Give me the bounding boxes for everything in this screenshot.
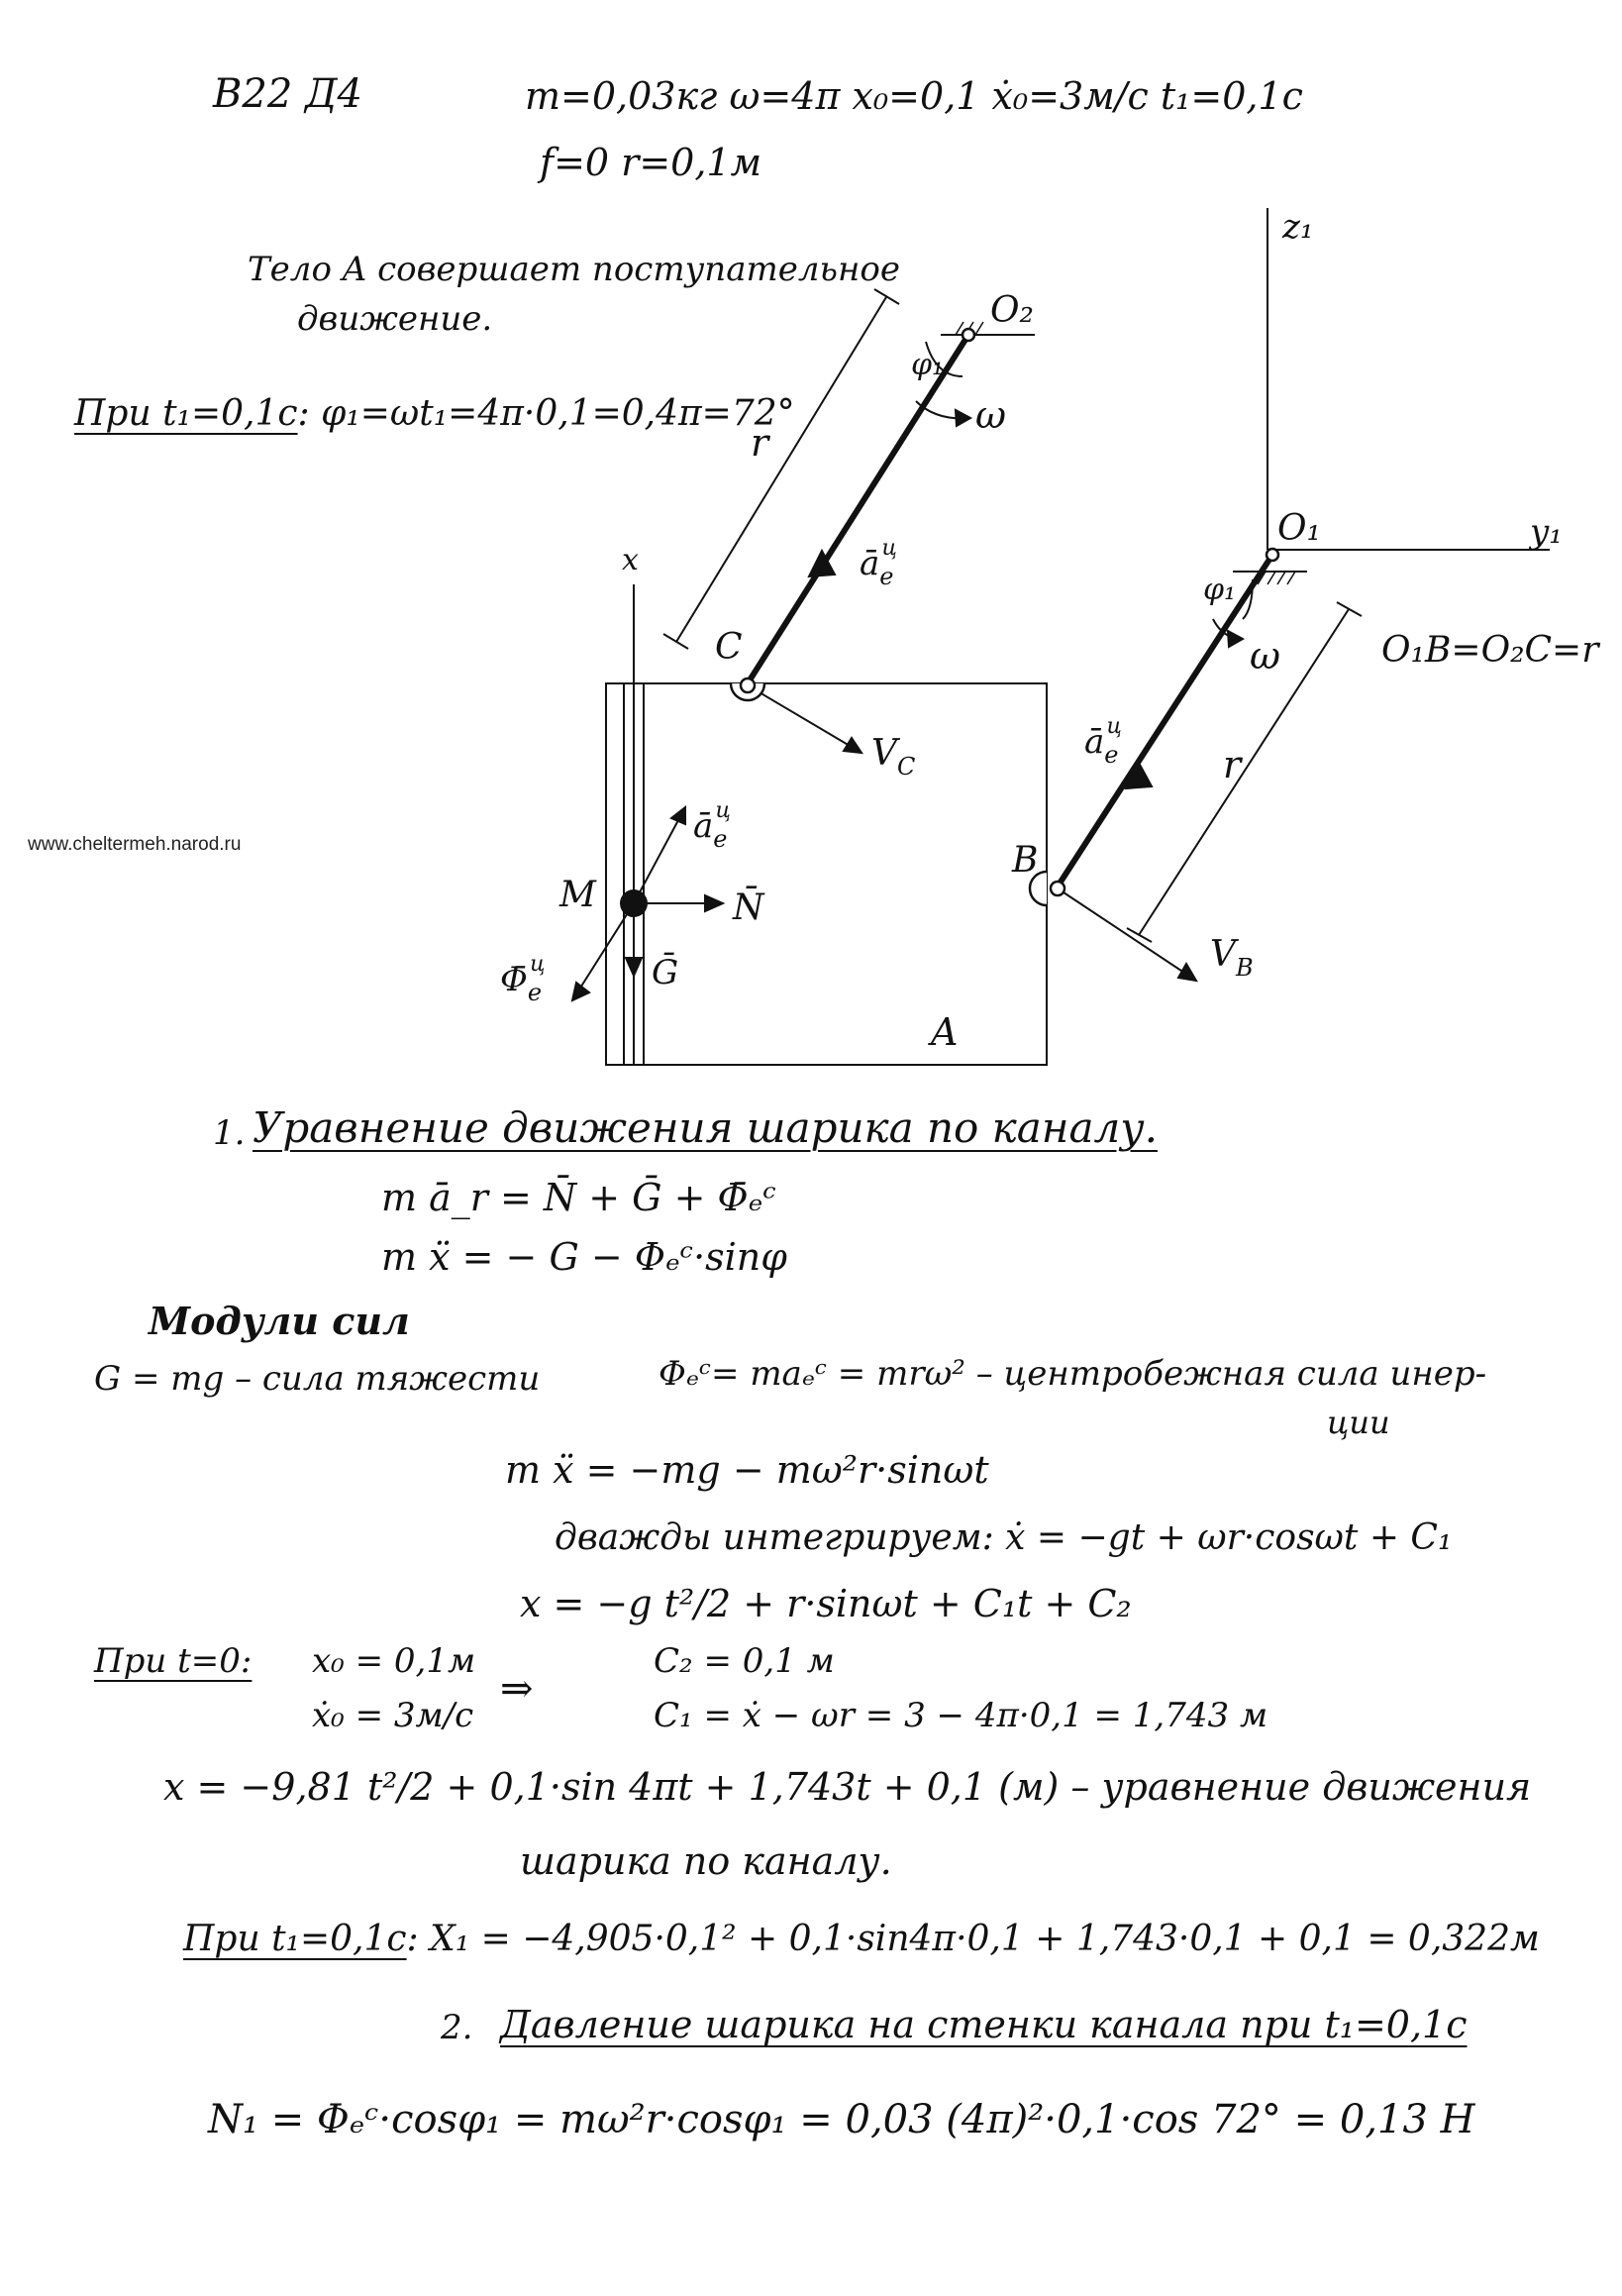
angle-arc-top xyxy=(925,341,963,377)
label-M: M xyxy=(558,875,597,915)
inertia-force-arrow xyxy=(571,902,635,1001)
section1-number: 1. xyxy=(213,1113,246,1153)
initial-xdot0: ẋ₀ = 3м/с xyxy=(312,1696,474,1735)
hinge-B-socket xyxy=(1028,870,1048,907)
dimension-r-bottom xyxy=(1138,608,1350,936)
variant-label: В22 Д4 xyxy=(213,71,362,117)
label-force-G: Ḡ xyxy=(652,952,678,992)
label-force-N: N̄ xyxy=(732,886,765,928)
label-C: C xyxy=(715,627,743,668)
label-B: B xyxy=(1011,840,1038,881)
section1-eq1: m ā_r = N̄ + Ḡ + Φ̄ₑᶜ xyxy=(381,1176,776,1219)
label-crank-relation: O₁B=O₂C=r xyxy=(1381,630,1600,671)
omega-top-arrowhead xyxy=(954,408,973,428)
velocity-B-arrow xyxy=(1057,887,1197,982)
final-motion-equation: x = −9,81 t²/2 + 0,1·sin 4πt + 1,743t + … xyxy=(163,1765,1532,1809)
label-accel-top: āeц xyxy=(860,536,897,590)
hinge-C xyxy=(739,677,757,694)
label-r-bottom: r xyxy=(1223,743,1244,786)
support-O1-hatch xyxy=(1257,571,1296,585)
accel-M-arrow xyxy=(633,806,686,904)
label-inertia-force: Φ̄eц xyxy=(500,952,545,1006)
x-general-solution: x = −g t²/2 + r·sinωt + C₁t + C₂ xyxy=(520,1582,1132,1625)
body-A-outline xyxy=(605,682,1048,1066)
section2-heading: Давление шарика на стенки канала при t₁=… xyxy=(500,2003,1468,2046)
initial-conditions-label: При t=0: xyxy=(94,1641,253,1681)
section1-eq3: m ẍ = −mg − mω²r·sinωt xyxy=(505,1448,989,1492)
inertia-definition-cont: ции xyxy=(1327,1404,1390,1441)
label-O2: O₂ xyxy=(990,290,1034,331)
implies-arrow: ⇒ xyxy=(500,1666,534,1712)
velocity-C-arrow xyxy=(747,684,862,754)
initial-x0: x₀ = 0,1м xyxy=(312,1641,476,1681)
label-O1: O₁ xyxy=(1277,508,1321,549)
label-phi-top: φ₁ xyxy=(911,348,944,382)
given-params-line2: f=0 r=0,1м xyxy=(540,141,762,184)
ball-M xyxy=(620,889,648,917)
integration-line: дважды интегрируем: ẋ = −gt + ωr·cosωt +… xyxy=(555,1517,1453,1558)
crank-O1B xyxy=(1055,552,1275,889)
x-at-t1-prefix: При t₁=0,1с xyxy=(183,1919,407,1959)
x-at-t1-value: : X₁ = −4,905·0,1² + 0,1·sin4π·0,1 + 1,7… xyxy=(406,1919,1540,1959)
dimension-r-top xyxy=(675,296,887,643)
label-x: x xyxy=(622,543,639,577)
label-y1: y₁ xyxy=(1528,512,1563,552)
final-motion-equation-cont: шарика по каналу. xyxy=(520,1839,892,1883)
label-omega-bottom: ω xyxy=(1250,634,1280,678)
hinge-O1 xyxy=(1265,547,1280,563)
given-params-line1: m=0,03кг ω=4π x₀=0,1 ẋ₀=3м/с t₁=0,1с xyxy=(525,74,1303,118)
hinge-B xyxy=(1049,880,1066,897)
label-omega-top: ω xyxy=(975,393,1006,437)
phi-at-t1-equation: : φ₁=ωt₁=4π·0,1=0,4π=72° xyxy=(297,393,795,434)
intro-line2: движение. xyxy=(297,299,493,339)
label-z1: z₁ xyxy=(1281,207,1314,247)
hinge-O2 xyxy=(961,327,976,343)
gravity-definition: G = mg – сила тяжести xyxy=(94,1359,541,1399)
label-accel-bottom: āeц xyxy=(1084,714,1122,769)
constant-c2: C₂ = 0,1 м xyxy=(654,1641,835,1681)
crank-O2C xyxy=(745,332,971,686)
inertia-definition: Φₑᶜ= maₑᶜ = mrω² – центробежная сила ине… xyxy=(659,1354,1487,1394)
section1-heading: Уравнение движения шарика по каналу. xyxy=(253,1103,1158,1152)
moduli-heading: Модули сил xyxy=(149,1299,410,1343)
label-accel-M: āeц xyxy=(693,798,731,853)
constant-c1: C₁ = ẋ − ωr = 3 − 4π·0,1 = 1,743 м xyxy=(654,1696,1268,1735)
label-A: A xyxy=(928,1010,958,1054)
accel-top-arrowhead xyxy=(807,548,837,578)
section2-number: 2. xyxy=(441,2008,473,2047)
phi-at-t1-prefix: При t₁=0,1с xyxy=(74,393,298,434)
intro-line1: Тело A совершает поступательное xyxy=(248,250,900,289)
label-velocity-C: VC xyxy=(871,733,915,781)
label-velocity-B: VB xyxy=(1210,934,1254,982)
accel-bottom-arrowhead xyxy=(1124,760,1154,790)
phi-at-t1: При t₁=0,1с: φ₁=ωt₁=4π·0,1=0,4π=72° xyxy=(74,396,795,432)
omega-bottom-arrowhead xyxy=(1226,629,1246,649)
x-at-t1: При t₁=0,1с: X₁ = −4,905·0,1² + 0,1·sin4… xyxy=(183,1922,1540,1957)
section2-pressure-equation: N₁ = Φₑᶜ·cosφ₁ = mω²r·cosφ₁ = 0,03 (4π)²… xyxy=(208,2097,1475,2142)
site-watermark: www.cheltermeh.narod.ru xyxy=(28,834,242,855)
mechanism-diagram: z₁ y₁ x O₁ O₂ C B M A ω ω φ₁ φ₁ r r āeц … xyxy=(500,207,1600,1066)
label-r-top: r xyxy=(751,421,771,465)
section1-eq2: m ẍ = − G − Φₑᶜ·sinφ xyxy=(381,1235,787,1279)
label-phi-bottom: φ₁ xyxy=(1203,573,1236,607)
